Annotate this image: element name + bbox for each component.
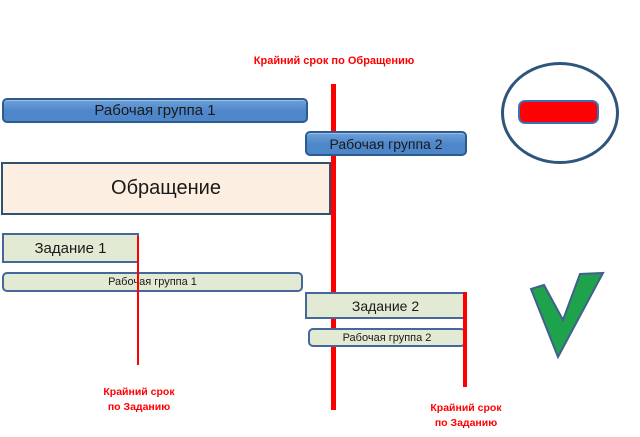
workgroup2-top-bar-label: Рабочая группа 2 [329, 135, 443, 152]
task2-bar: Задание 2 [305, 292, 466, 319]
workgroup2-top-bar: Рабочая группа 2 [305, 131, 467, 156]
task1-deadline-label-line1: Крайний срок [103, 386, 175, 398]
task1-bar-label: Задание 1 [34, 239, 107, 257]
workgroup1-sub-bar: Рабочая группа 1 [2, 272, 303, 292]
task1-deadline-label: Крайний срок по Заданию [103, 385, 174, 415]
task2-deadline-label-line2: по Заданию [434, 417, 498, 429]
request-bar-label: Обращение [111, 177, 221, 199]
workgroup1-sub-bar-label: Рабочая группа 1 [108, 276, 197, 288]
workgroup2-sub-bar-label: Рабочая группа 2 [342, 331, 432, 344]
task1-deadline-label-line2: по Заданию [107, 401, 171, 413]
no-entry-icon-bar [518, 100, 599, 124]
task1-bar: Задание 1 [2, 233, 139, 263]
request-bar: Обращение [1, 162, 331, 215]
checkmark-icon [529, 271, 605, 360]
workgroup2-sub-bar: Рабочая группа 2 [308, 328, 466, 347]
task2-deadline-label: Крайний срок по Заданию [430, 401, 501, 431]
request-deadline-label: Крайний срок по Обращению [253, 55, 415, 67]
workgroup1-top-bar-label: Рабочая группа 1 [94, 102, 216, 119]
task2-deadline-label-line1: Крайний срок [430, 402, 502, 414]
request-deadline-line [331, 84, 336, 410]
task2-deadline-line [463, 292, 467, 387]
task1-deadline-line [137, 236, 139, 365]
no-entry-icon [501, 62, 619, 164]
task2-bar-label: Задание 2 [351, 297, 420, 314]
workgroup1-top-bar: Рабочая группа 1 [2, 98, 308, 123]
